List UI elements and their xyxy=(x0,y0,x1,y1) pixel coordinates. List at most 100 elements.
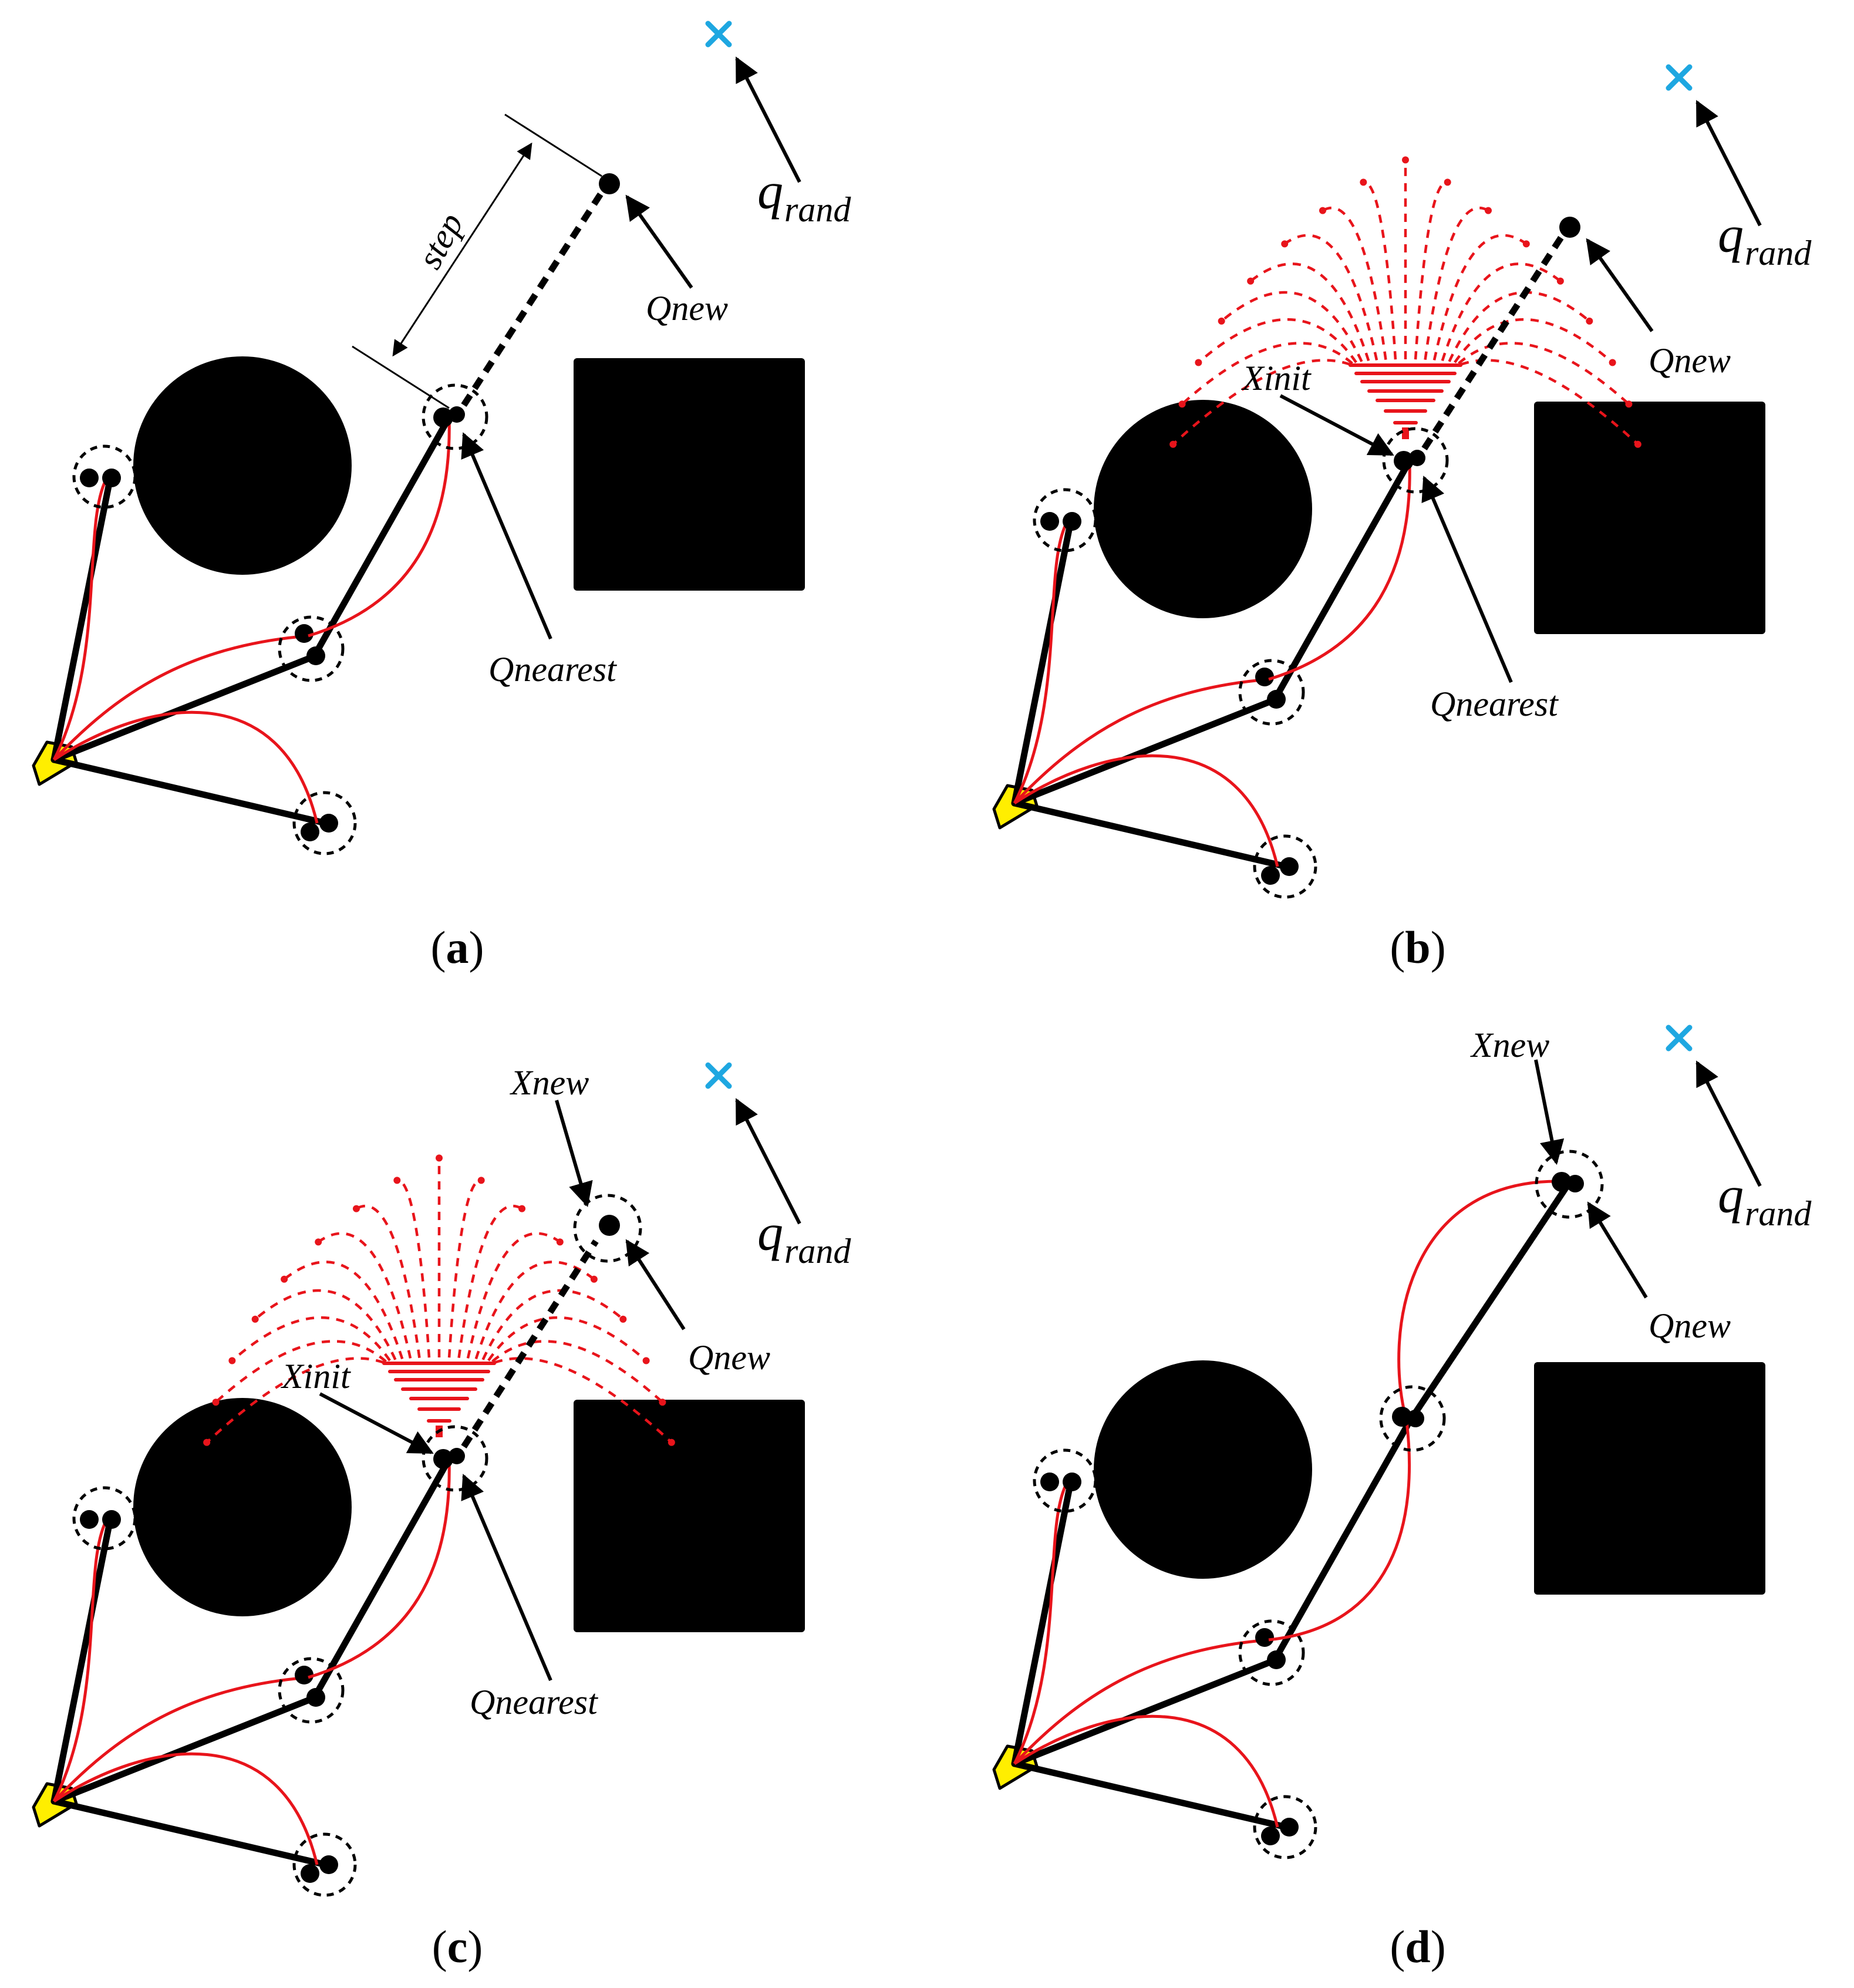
red-trajectory xyxy=(53,1752,319,1865)
fan-ray-end xyxy=(590,1275,598,1283)
fan-ray xyxy=(1197,318,1357,364)
red-trajectory xyxy=(1013,1483,1068,1765)
qnew-arrow xyxy=(1586,238,1654,332)
fan-ray xyxy=(1283,234,1378,360)
extension-dashed-edge xyxy=(461,1239,599,1448)
qrand-arrow xyxy=(1695,1060,1762,1187)
red-trajectory xyxy=(1397,1180,1560,1422)
tree-edge xyxy=(1011,1760,1290,1831)
red-trajectory xyxy=(1013,523,1068,804)
fan-ray-end xyxy=(212,1399,220,1406)
red-trajectory xyxy=(1268,1421,1411,1642)
caption-paren: ) xyxy=(1431,1921,1446,1972)
qnew-arrow xyxy=(625,194,693,289)
fan-ray xyxy=(1448,291,1590,362)
tree-node xyxy=(301,1864,319,1883)
dashed-node-ring xyxy=(573,1194,642,1263)
panel-caption: (d) xyxy=(1390,1921,1445,1972)
qnew-label: Qnew xyxy=(1649,341,1731,380)
fan-ray xyxy=(1414,181,1448,360)
step-dimension-arrow xyxy=(392,142,532,357)
fan-ray-end xyxy=(1281,240,1289,248)
qnew-node xyxy=(1559,217,1580,238)
tree-node xyxy=(319,1855,338,1874)
tree-edge xyxy=(1271,1418,1413,1664)
dashed-node-ring xyxy=(292,1832,357,1897)
fan-ray-end xyxy=(203,1438,211,1446)
dashed-node-ring xyxy=(72,444,137,509)
fan-ray-end xyxy=(1625,400,1633,408)
fan-ray-end xyxy=(642,1357,650,1364)
fan-ray-end xyxy=(659,1399,666,1406)
panel-caption: (a) xyxy=(431,922,484,973)
fan-ray xyxy=(396,1179,431,1358)
tree-edge xyxy=(1271,457,1413,703)
caption-paren: ( xyxy=(431,922,446,973)
red-trajectory xyxy=(1013,754,1279,867)
dashed-node-ring xyxy=(1535,1150,1604,1219)
tree-node xyxy=(1280,857,1299,876)
fan-ray-end xyxy=(518,1205,526,1212)
step-extension-line xyxy=(504,113,602,177)
tree-edge xyxy=(50,1694,318,1805)
xinit-label: Xinit xyxy=(1241,359,1312,397)
xnew-node xyxy=(1552,1172,1572,1192)
square-obstacle xyxy=(574,358,805,591)
dashed-node-ring xyxy=(278,1657,345,1724)
tree-node xyxy=(1280,1818,1299,1837)
qnew-label: Qnew xyxy=(1649,1306,1731,1345)
tree-node xyxy=(1407,1410,1424,1427)
fan-ray xyxy=(317,1232,412,1359)
dashed-node-ring xyxy=(1238,1619,1305,1686)
fan-ray xyxy=(231,1316,391,1362)
tree-node xyxy=(319,814,338,833)
caption-text: (a) xyxy=(431,922,484,973)
fan-ray xyxy=(457,1204,523,1358)
fan-ray xyxy=(283,1261,404,1360)
fan-ray xyxy=(205,1357,385,1444)
fan-ray-end xyxy=(1522,240,1530,248)
dashed-node-ring xyxy=(422,1425,488,1492)
dashed-node-ring xyxy=(1033,488,1097,552)
tree-node xyxy=(102,1510,121,1529)
caption-text: (c) xyxy=(432,1921,483,1972)
caption-paren: ( xyxy=(1390,1921,1405,1972)
qnearest-node xyxy=(433,407,453,427)
xnew-node xyxy=(1566,1175,1584,1192)
tree-edge xyxy=(311,414,453,660)
fan-ray xyxy=(1424,206,1489,360)
fan-ray-end xyxy=(315,1238,322,1246)
red-trajectory xyxy=(1013,678,1269,804)
circular-obstacle xyxy=(133,1398,352,1616)
qrand-subscript: rand xyxy=(1745,234,1812,272)
fan-ray-end xyxy=(1360,178,1367,186)
dashed-node-ring xyxy=(1253,1795,1317,1859)
red-trajectory xyxy=(308,417,451,638)
tree-edge xyxy=(1011,1657,1278,1767)
fan-ray xyxy=(474,1261,595,1360)
fan-ray-end xyxy=(1556,277,1564,285)
red-trajectory xyxy=(53,1676,309,1802)
fan-ray xyxy=(494,1357,673,1444)
tree-edge xyxy=(50,477,113,763)
step-extension-line xyxy=(352,345,450,409)
fan-ray-end xyxy=(619,1315,627,1323)
fan-ray-end xyxy=(251,1315,259,1323)
fan-ray-end xyxy=(436,1154,443,1162)
circular-obstacle xyxy=(1094,1360,1312,1579)
fan-ray xyxy=(1172,359,1351,446)
fan-ray xyxy=(215,1340,387,1403)
xinit-label: Xinit xyxy=(281,1357,351,1396)
qrand-letter: q xyxy=(1718,207,1744,264)
qnearest-arrow xyxy=(461,1474,552,1682)
tree-node xyxy=(301,823,319,841)
panel-caption: (c) xyxy=(432,1921,483,1972)
fan-ray-end xyxy=(281,1275,288,1283)
fan-ray-end xyxy=(1609,359,1616,366)
qnew-node xyxy=(599,173,620,194)
fan-ray-end xyxy=(668,1438,675,1446)
red-trajectory xyxy=(53,710,319,824)
